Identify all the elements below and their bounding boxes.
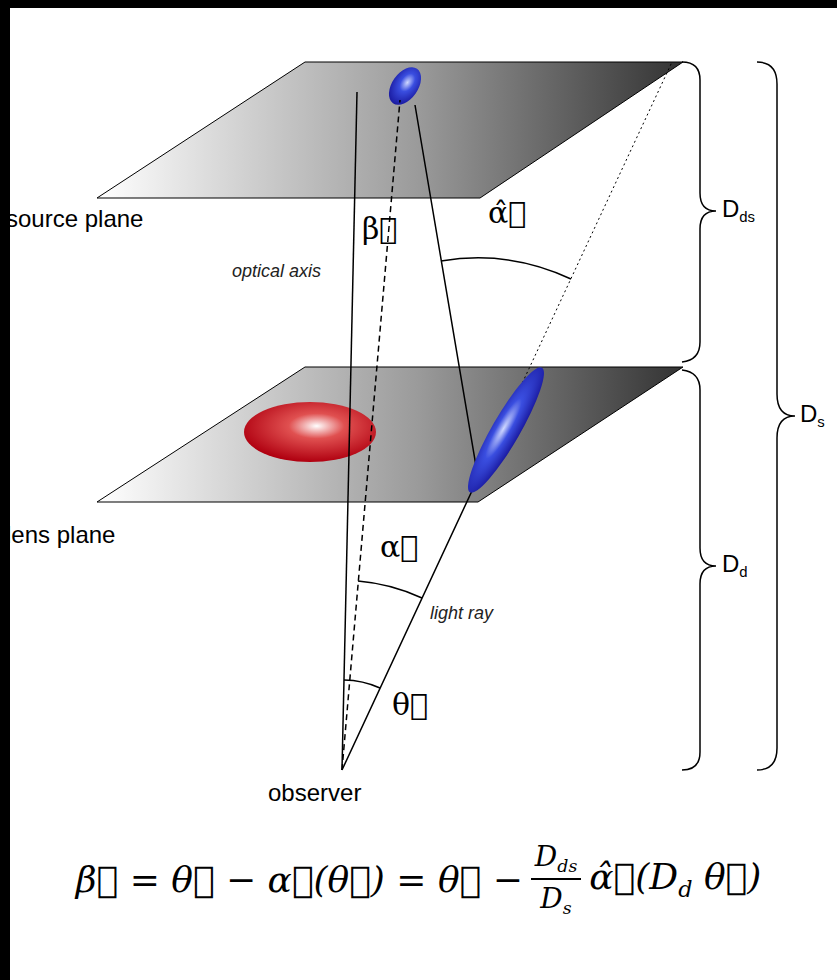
ratio-numerator: Dds (531, 840, 581, 880)
ratio-denominator: Ds (540, 880, 571, 918)
lens-equation: β⃗ = θ⃗ − α⃗(θ⃗) = θ⃗ −DdsDsα̂⃗(Dd θ⃗) (0, 840, 837, 918)
source-plane (97, 62, 683, 198)
distance-brace (682, 62, 716, 362)
angle-symbol: α⃗ (380, 530, 418, 563)
plane-name: source plane (6, 206, 143, 232)
angle-symbol: θ⃗ (392, 688, 428, 721)
lensed-image (458, 361, 554, 500)
equation-term: α̂⃗(Dd θ⃗) (589, 856, 761, 902)
image-angle-arc (344, 680, 380, 688)
distance-label: Ds (800, 401, 825, 431)
distance-label: Dds (722, 196, 755, 226)
angle-symbol: α̂⃗ (488, 196, 526, 229)
distance-label: Dd (722, 551, 748, 581)
distance-brace (757, 62, 795, 770)
axis-name: optical axis (232, 262, 321, 282)
lens-mass (244, 402, 376, 462)
equation-term: β⃗ = θ⃗ − α⃗(θ⃗) = θ⃗ − (76, 859, 523, 900)
source-galaxy (382, 61, 427, 110)
observer-name: observer (268, 780, 361, 806)
source-direction-line (342, 100, 400, 770)
angle-symbol: β⃗ (362, 212, 397, 245)
optical-axis-line (342, 92, 357, 770)
lens-plane (97, 367, 683, 502)
distance-ratio: DdsDs (531, 840, 581, 918)
deflection-angle-arc (441, 258, 571, 279)
plane-name: lens plane (6, 522, 115, 548)
light-ray-line (342, 105, 478, 770)
distance-brace (682, 370, 716, 770)
reduced-angle-arc (358, 581, 422, 598)
ray-name: light ray (430, 604, 493, 624)
